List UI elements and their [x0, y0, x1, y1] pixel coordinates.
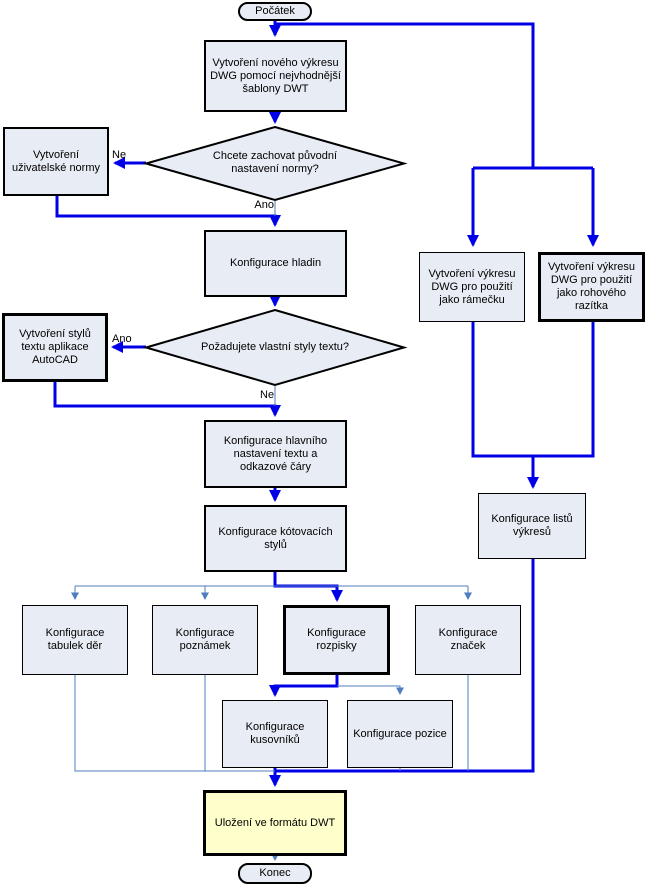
node-config-dim-styles-label: Konfigurace kótovacích stylů: [218, 525, 333, 551]
node-config-main-text: Konfigurace hlavního nastavení textu a o…: [204, 420, 347, 488]
node-create-user-norm-label: Vytvoření uživatelské normy: [11, 148, 101, 174]
node-save-dwt-label: Uložení ve formátu DWT: [214, 816, 336, 829]
node-create-titleblock-dwg: Vytvoření výkresu DWG pro použití jako r…: [538, 252, 645, 322]
node-create-user-norm: Vytvoření uživatelské normy: [3, 127, 109, 196]
node-config-hole-tables-label: Konfigurace tabulek děr: [45, 627, 105, 652]
node-config-notes: Konfigurace poznámek: [152, 605, 258, 675]
edge-branch-right-top: [276, 22, 593, 170]
node-create-text-styles-label: Vytvoření stylů textu aplikace AutoCAD: [19, 328, 91, 366]
edge-label-norm-yes: Ano: [254, 199, 274, 211]
node-create-titleblock-dwg-label: Vytvoření výkresu DWG pro použití jako r…: [547, 261, 635, 312]
node-config-title-block-label: Konfigurace rozpisky: [307, 627, 366, 652]
node-create-drawing: Vytvoření nového výkresu DWG pomocí nejv…: [204, 40, 347, 112]
node-create-drawing-label: Vytvoření nového výkresu DWG pomocí nejv…: [210, 56, 341, 95]
node-config-symbols-label: Konfigurace značek: [438, 627, 498, 652]
edge-right-boxes-merge: [471, 322, 595, 458]
node-config-symbols: Konfigurace značek: [415, 605, 521, 675]
edge-label-norm-no: Ne: [112, 149, 127, 161]
node-config-balloons-label: Konfigurace pozice: [353, 727, 447, 740]
node-create-border-dwg-label: Vytvoření výkresu DWG pro použití jako r…: [428, 267, 516, 306]
node-config-parts-lists-label: Konfigurace kusovníků: [245, 721, 305, 746]
edge-user-norm-to-layers: [55, 196, 281, 227]
node-create-text-styles: Vytvoření stylů textu aplikace AutoCAD: [2, 313, 108, 382]
node-end: Konec: [238, 863, 312, 884]
decision-norm-shape: [142, 125, 408, 202]
edge-label-text-no: Ne: [260, 389, 275, 401]
node-config-notes-label: Konfigurace poznámek: [175, 627, 235, 652]
decision-text-styles-shape: [142, 308, 408, 387]
node-config-main-text-label: Konfigurace hlavního nastavení textu a o…: [223, 434, 328, 473]
node-config-sheets-label: Konfigurace listů výkresů: [491, 513, 573, 538]
node-config-hole-tables: Konfigurace tabulek děr: [22, 605, 128, 675]
node-config-sheets: Konfigurace listů výkresů: [478, 493, 586, 559]
node-end-label: Konec: [259, 867, 291, 879]
node-config-parts-lists: Konfigurace kusovníků: [222, 700, 328, 768]
edge-text-styles-to-main-text: [53, 382, 281, 417]
node-save-dwt: Uložení ve formátu DWT: [203, 790, 347, 856]
node-start-label: Počátek: [255, 5, 295, 17]
node-create-border-dwg: Vytvoření výkresu DWG pro použití jako r…: [419, 252, 525, 322]
edge-hole-tables-to-bus: [74, 675, 275, 772]
edge-label-text-yes: Ano: [112, 333, 132, 345]
edge-sheets-to-bus: [275, 559, 535, 773]
node-config-dim-styles: Konfigurace kótovacích stylů: [204, 505, 347, 572]
node-decision-text-styles-label: Požadujete vlastní styly textu?: [201, 341, 349, 353]
node-decision-norm-label: Chcete zachovat původní nastavení normy?: [212, 150, 338, 175]
node-config-title-block: Konfigurace rozpisky: [283, 605, 390, 675]
node-config-layers-label: Konfigurace hladin: [229, 257, 322, 269]
edge-to-balloons: [337, 685, 404, 695]
node-config-balloons: Konfigurace pozice: [347, 700, 453, 768]
node-start: Počátek: [238, 2, 312, 21]
node-config-layers: Konfigurace hladin: [204, 230, 347, 297]
edge-title-block-to-parts-lists: [269, 675, 339, 697]
